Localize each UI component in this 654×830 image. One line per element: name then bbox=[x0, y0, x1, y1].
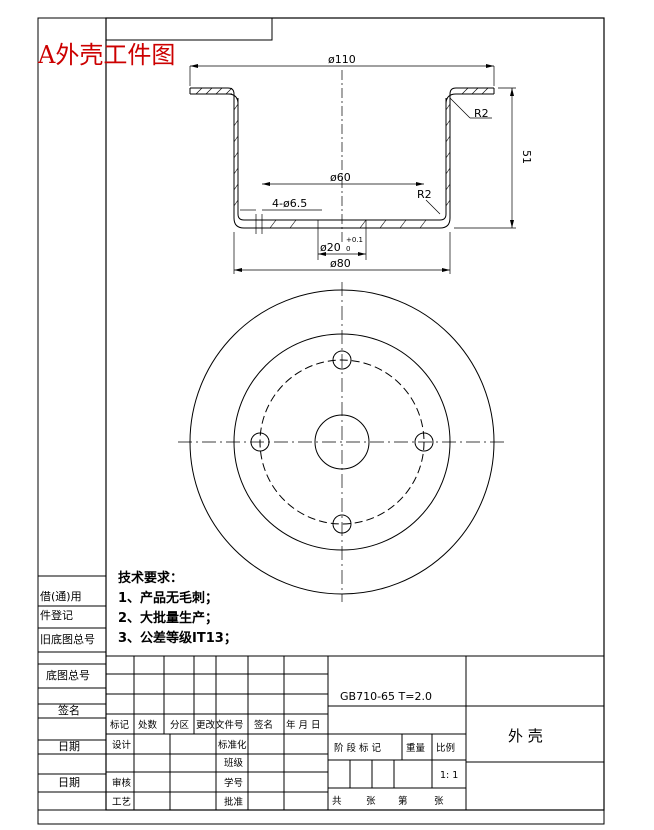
tb-header-sign: 签名 bbox=[254, 719, 273, 731]
dimension-arrows bbox=[190, 64, 514, 272]
title-part-name: 外 壳 bbox=[508, 727, 543, 745]
tb-scale-value: 1: 1 bbox=[440, 770, 458, 781]
tb-review: 审核 bbox=[112, 777, 132, 789]
tech-req-item-3: 3、公差等级IT13； bbox=[118, 630, 237, 646]
tb-weight: 重量 bbox=[406, 742, 426, 754]
bolt-hole-top bbox=[332, 350, 352, 370]
dimension-lines bbox=[189, 65, 516, 274]
tb-sheet: 张 bbox=[434, 796, 444, 807]
tb-header-count: 处数 bbox=[138, 719, 158, 731]
tb-standardize: 标准化 bbox=[218, 739, 247, 751]
drawing-heading: A外壳工件图 bbox=[37, 41, 175, 69]
dim-d20: ø20 bbox=[320, 241, 341, 254]
outer-border bbox=[37, 17, 605, 825]
tb-process: 工艺 bbox=[112, 797, 131, 808]
plan-centerlines bbox=[178, 282, 506, 602]
strip-date-1: 日期 bbox=[58, 740, 80, 753]
dim-r2-top: R2 bbox=[474, 107, 489, 120]
tb-header-mark: 标记 bbox=[110, 719, 130, 731]
tb-number: 第 bbox=[398, 795, 408, 807]
tb-scale-label: 比例 bbox=[436, 742, 455, 754]
strip-sign: 签名 bbox=[58, 703, 80, 717]
section-hatching bbox=[195, 87, 489, 229]
tb-header-zone: 分区 bbox=[170, 720, 190, 731]
tb-student-no: 学号 bbox=[224, 777, 243, 789]
strip-borrow: 借(通)用 bbox=[40, 590, 82, 603]
tech-req-title: 技术要求： bbox=[118, 570, 183, 586]
dim-height-51: 51 bbox=[520, 150, 533, 164]
dim-d80: ø80 bbox=[330, 257, 351, 270]
tb-approve: 批准 bbox=[224, 796, 244, 808]
dim-d20-tol: +0.1 bbox=[346, 236, 363, 244]
strip-date-2: 日期 bbox=[58, 776, 80, 789]
tb-header-change-doc: 更改文件号 bbox=[196, 719, 244, 731]
section-centerlines bbox=[255, 70, 367, 260]
tech-req-item-1: 1、产品无毛刺； bbox=[118, 590, 218, 606]
section-view bbox=[189, 87, 495, 229]
strip-old-drawing: 旧底图总号 bbox=[40, 632, 95, 646]
top-left-box bbox=[105, 18, 273, 41]
left-strip-lines bbox=[38, 575, 106, 793]
strip-register: 件登记 bbox=[40, 608, 73, 622]
dim-d110: ø110 bbox=[328, 53, 356, 66]
tb-class: 班级 bbox=[224, 757, 244, 769]
tb-header-date: 年 月 日 bbox=[286, 719, 321, 731]
title-block-grid bbox=[106, 655, 604, 810]
dim-d60: ø60 bbox=[330, 171, 351, 184]
dim-d20-tol-low: 0 bbox=[346, 245, 350, 253]
tech-req-item-2: 2、大批量生产； bbox=[118, 610, 218, 626]
tb-total: 共 bbox=[332, 796, 342, 807]
bolt-hole-right bbox=[414, 432, 434, 452]
title-spec: GB710-65 T=2.0 bbox=[340, 690, 432, 703]
dim-holes: 4-ø6.5 bbox=[272, 197, 307, 210]
tb-design: 设计 bbox=[112, 739, 132, 751]
dim-r2-bottom: R2 bbox=[417, 188, 432, 201]
tb-sheets: 张 bbox=[366, 796, 376, 807]
tb-stage-mark: 阶 段 标 记 bbox=[334, 742, 382, 754]
strip-base-drawing: 底图总号 bbox=[46, 668, 90, 682]
